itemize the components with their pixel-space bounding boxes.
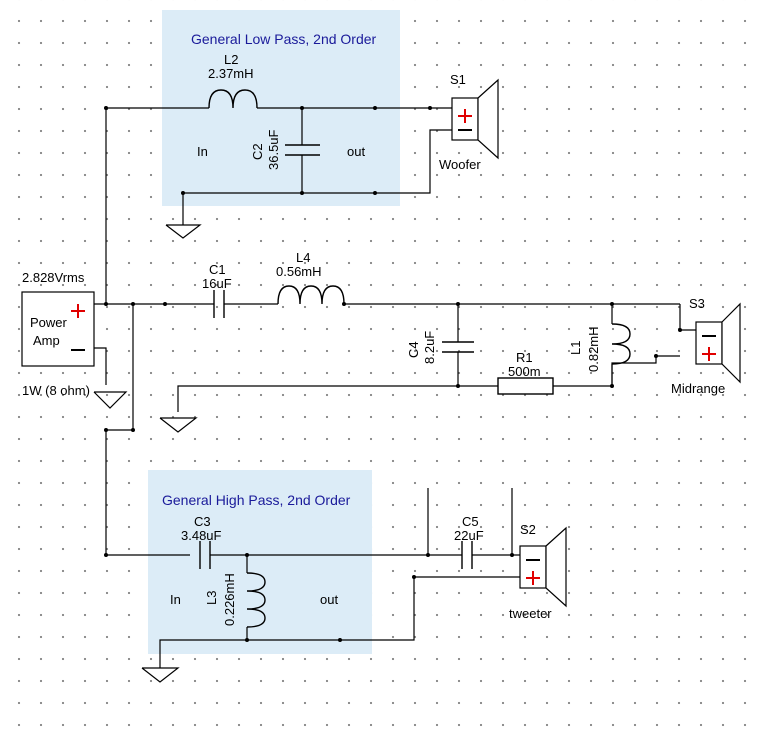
hp-title: General High Pass, 2nd Order [162,492,351,508]
c2-ref: C2 [250,143,265,160]
woofer-speaker[interactable] [451,78,499,160]
inductor-l3[interactable] [246,572,266,628]
c3-ref: C3 [194,514,211,529]
c1-ref: C1 [209,262,226,277]
tweeter-label: tweeter [509,606,552,621]
resistor-r1[interactable] [497,377,554,395]
power-amp-box[interactable] [21,291,95,367]
c5-value: 22uF [454,528,484,543]
r1-ref: R1 [516,350,533,365]
midrange-speaker[interactable] [695,302,741,384]
woofer-ref: S1 [450,72,466,87]
wire-hp-ground [159,576,520,668]
c4-value: 8.2uF [422,331,437,364]
lp-title: General Low Pass, 2nd Order [191,31,377,47]
lp-in: In [197,144,208,159]
l1-value: 0.82mH [586,326,601,372]
l1-ref: L1 [568,341,583,355]
wire-mid-r1-out [553,355,680,387]
amp-voltage: 2.828Vrms [22,270,85,285]
hp-in: In [170,592,181,607]
lp-ground-symbol [165,224,202,239]
amp-power: 1W (8 ohm) [22,383,90,398]
c1-value: 16uF [202,276,232,291]
c4-ref: C4 [406,341,421,358]
mid-ground-symbol [159,417,198,433]
tweeter-speaker[interactable] [519,526,567,608]
wire-lp-ground [182,129,452,225]
tweeter-ref: S2 [520,522,536,537]
hp-out: out [320,592,338,607]
woofer-label: Woofer [439,157,481,172]
lp-out: out [347,144,365,159]
hp-ground-symbol [141,667,180,683]
c2-value: 36.5uF [266,129,281,170]
l4-value: 0.56mH [276,264,322,279]
amp-label-1: Power [30,315,68,330]
r1-value: 500m [508,364,541,379]
l2-value: 2.37mH [208,66,254,81]
midrange-ref: S3 [689,296,705,311]
inductor-l1[interactable] [611,323,631,365]
wire-amp-minus [94,347,107,385]
inductor-l2[interactable] [208,89,258,109]
l4-ref: L4 [296,250,310,265]
wire-mid-bottom [177,385,498,412]
junction-dots [104,106,682,642]
l3-value: 0.226mH [222,573,237,626]
l2-ref: L2 [224,52,238,67]
wire-amp-ground [93,391,128,409]
c3-value: 3.48uF [181,528,222,543]
wire-branch [106,304,134,431]
high-pass-box [148,470,372,654]
inductor-l4[interactable] [277,285,345,305]
midrange-label: Midrange [671,381,725,396]
amp-label-2: Amp [33,333,60,348]
l3-ref: L3 [204,591,219,605]
c5-ref: C5 [462,514,479,529]
